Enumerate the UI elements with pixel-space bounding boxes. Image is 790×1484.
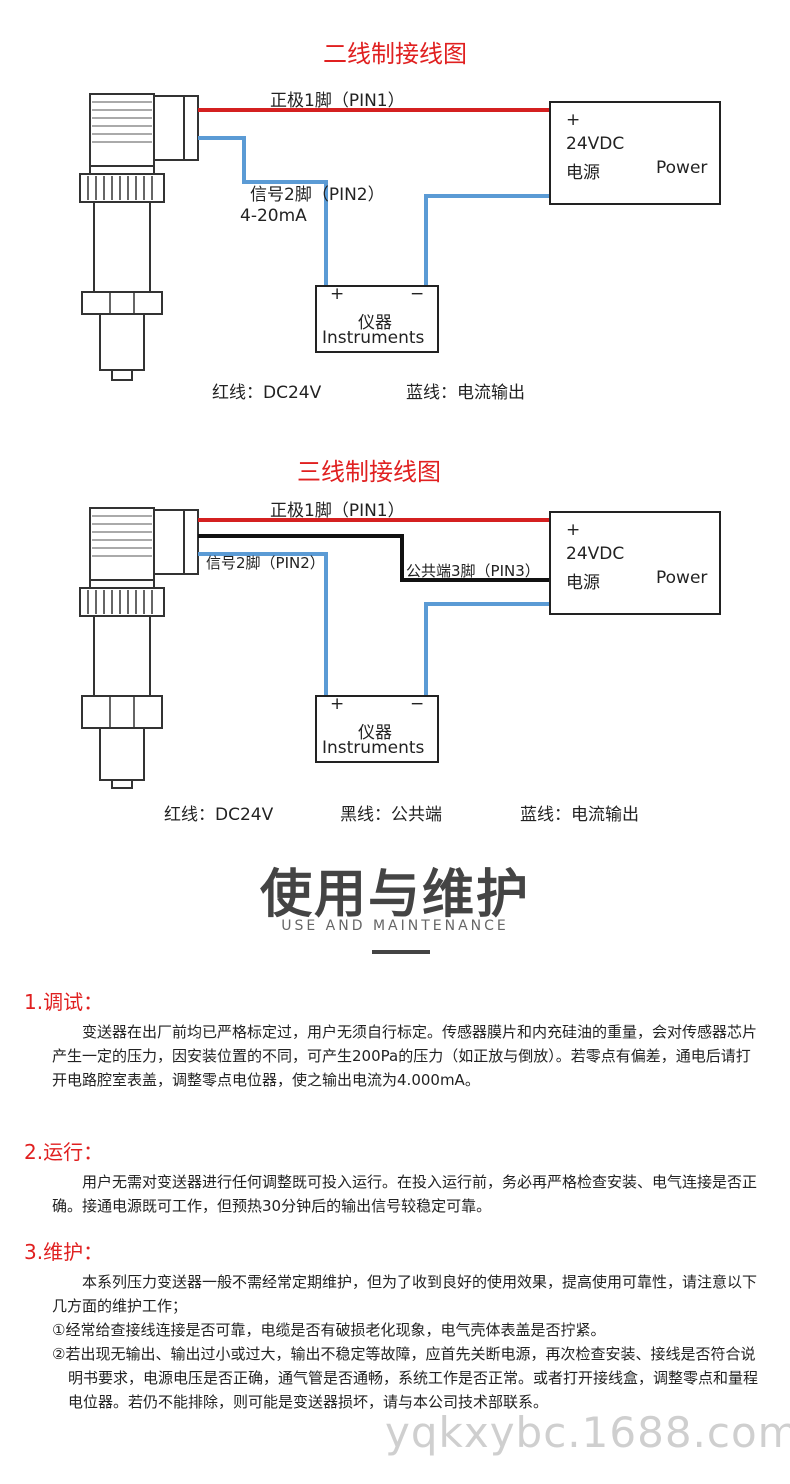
list-item: ①经常给查接线连接是否可靠，电缆是否有破损老化现象，电气壳体表盖是否拧紧。	[52, 1321, 606, 1339]
power-name-cn: 电源	[566, 573, 600, 593]
pressure-transmitter-icon	[79, 507, 199, 789]
instrument-plus: +	[330, 284, 345, 304]
list-item: ②若出现无输出、输出过小或过大，输出不稳定等故障，应首先关断电源，再次检查安装、…	[52, 1345, 759, 1411]
legend-black: 黑线：公共端	[340, 805, 442, 825]
two-wire-diagram	[79, 93, 721, 381]
pin1-label: 正极1脚（PIN1）	[270, 91, 405, 111]
power-supply-box	[549, 101, 721, 205]
blue-wire-signal	[198, 136, 328, 286]
power-name-en: Power	[656, 158, 708, 178]
legend-blue: 蓝线：电流输出	[520, 805, 639, 825]
blue-wire-signal	[198, 552, 328, 696]
paragraph: 用户无需对变送器进行任何调整既可投入运行。在投入运行前，务必再严格检查安装、电气…	[52, 1173, 758, 1215]
item-heading-debug: 1.调试：	[24, 990, 104, 1014]
item-heading-run: 2.运行：	[24, 1140, 104, 1164]
instrument-name-cn: 仪器	[358, 313, 392, 333]
current-label: 4-20mA	[240, 206, 307, 226]
title-underline	[372, 950, 430, 954]
power-name-en: Power	[656, 568, 708, 588]
pin3-label: 公共端3脚（PIN3）	[406, 562, 540, 580]
item-body-maintain: 本系列压力变送器一般不需经常定期维护，但为了收到良好的使用效果，提高使用可靠性，…	[52, 1270, 764, 1414]
black-wire	[198, 534, 550, 582]
blue-wire-return	[424, 602, 550, 696]
diagram2-title: 三线制接线图	[297, 458, 441, 486]
power-name-cn: 电源	[566, 163, 600, 183]
three-wire-diagram	[79, 507, 721, 789]
watermark: yqkxybc.1688.com	[385, 1408, 790, 1457]
diagram1-title: 二线制接线图	[323, 40, 467, 68]
item-body-run: 用户无需对变送器进行任何调整既可投入运行。在投入运行前，务必再严格检查安装、电气…	[52, 1170, 764, 1218]
pin1-label: 正极1脚（PIN1）	[270, 501, 405, 521]
power-plus: +	[566, 520, 581, 540]
instrument-box	[315, 695, 439, 763]
power-plus: +	[566, 110, 581, 130]
power-supply-box	[549, 511, 721, 615]
pin2-label: 信号2脚（PIN2）	[250, 185, 385, 205]
blue-wire-return	[424, 194, 550, 286]
instrument-plus: +	[330, 694, 345, 714]
instrument-name-cn: 仪器	[358, 723, 392, 743]
pressure-transmitter-icon	[79, 93, 199, 381]
legend-blue: 蓝线：电流输出	[406, 383, 525, 403]
paragraph: 变送器在出厂前均已严格标定过，用户无须自行标定。传感器膜片和内充硅油的重量，会对…	[52, 1023, 758, 1089]
legend-red: 红线：DC24V	[164, 805, 274, 825]
section-subtitle: USE AND MAINTENANCE	[281, 918, 509, 934]
instrument-name-en: Instruments	[322, 328, 425, 348]
power-voltage: 24VDC	[566, 544, 625, 564]
item-body-debug: 变送器在出厂前均已严格标定过，用户无须自行标定。传感器膜片和内充硅油的重量，会对…	[52, 1020, 764, 1092]
pin2-label: 信号2脚（PIN2）	[206, 554, 325, 572]
paragraph: 本系列压力变送器一般不需经常定期维护，但为了收到良好的使用效果，提高使用可靠性，…	[52, 1273, 758, 1315]
legend-red: 红线：DC24V	[212, 383, 322, 403]
instrument-box	[315, 285, 439, 353]
instrument-minus: −	[410, 284, 425, 304]
instrument-name-en: Instruments	[322, 738, 425, 758]
instrument-minus: −	[410, 694, 425, 714]
power-voltage: 24VDC	[566, 134, 625, 154]
item-heading-maintain: 3.维护：	[24, 1240, 104, 1264]
section-title: 使用与维护	[259, 865, 530, 925]
